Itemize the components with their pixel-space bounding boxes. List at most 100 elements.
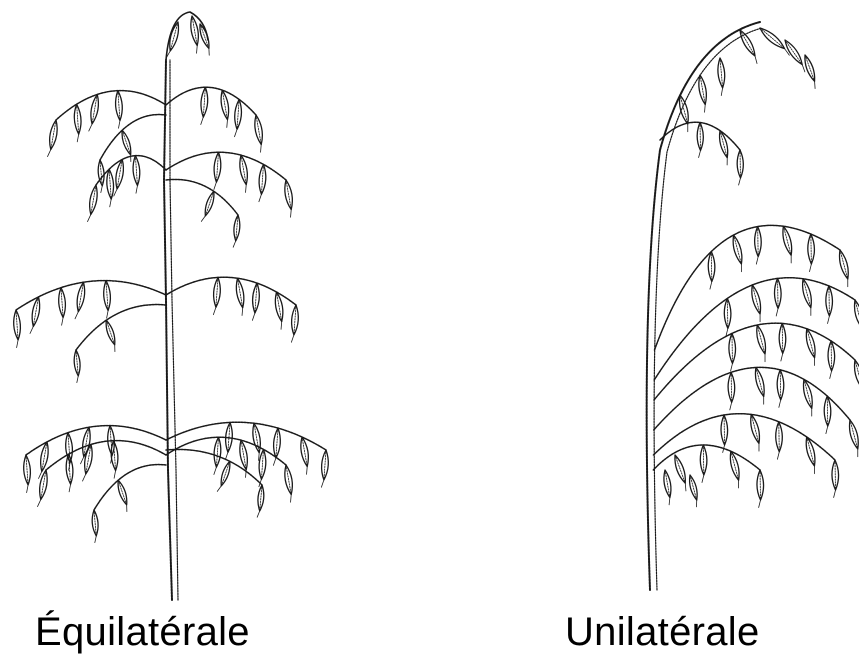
spikelet-awn (217, 486, 221, 491)
branch (100, 115, 166, 160)
spikelet-awn (756, 257, 758, 265)
main-stem-outline (170, 60, 178, 600)
spikelet (92, 510, 98, 536)
spikelet-awn (110, 199, 111, 207)
spikelet (855, 360, 859, 389)
branch (94, 465, 166, 510)
spikelet-awn (710, 282, 712, 290)
spikelet-awn (38, 500, 41, 507)
spikelet-awn (685, 483, 686, 491)
spikelet-awn (273, 458, 276, 465)
spikelet-awn (214, 182, 217, 189)
spikelet-vein (811, 234, 812, 264)
spikelet-awn (755, 56, 757, 63)
spikelet-awn (225, 452, 228, 459)
spikelet-awn (81, 457, 84, 464)
spikelet-awn (781, 353, 783, 361)
spikelet-awn (48, 150, 51, 157)
spikelet-vein (760, 470, 761, 500)
spikelet-awn (75, 312, 78, 319)
branch (654, 323, 855, 400)
spikelet-vein (760, 28, 785, 49)
spikelet-awn (826, 426, 828, 434)
spikelet-awn (705, 105, 706, 113)
spikelet-awn (291, 210, 292, 218)
spikelet-awn (214, 467, 217, 474)
spikelet-vein (756, 368, 764, 397)
spikelet-awn (69, 484, 70, 492)
spikelet-awn (730, 402, 732, 410)
spikelet-awn (114, 471, 115, 479)
spikelet (74, 350, 80, 376)
spikelet-awn (830, 371, 832, 379)
spikelet-awn (201, 117, 204, 124)
equilateral-panicle-drawing (14, 12, 329, 600)
spikelet-awn (307, 467, 308, 475)
main-stem-outline (654, 28, 762, 590)
spikelet-awn (213, 307, 216, 314)
spikelet (855, 300, 859, 329)
branch (654, 367, 850, 430)
spikelet-awn (118, 121, 119, 129)
spikelet-awn (30, 326, 33, 333)
branch (166, 277, 296, 305)
spikelet-awn (77, 134, 78, 142)
spikelet-awn (699, 150, 701, 157)
spikelet-awn (802, 65, 805, 72)
spikelet-awn (27, 485, 28, 493)
spikelet-vein (779, 422, 780, 452)
main-stem (647, 22, 760, 590)
spikelet-awn (95, 536, 96, 543)
spikelet-awn (810, 264, 812, 272)
spikelet-awn (62, 318, 63, 326)
spikelet-vein (780, 370, 781, 400)
spikelet-vein (724, 415, 725, 445)
spikelet-awn (17, 340, 18, 348)
spikelet-awn (828, 316, 830, 324)
spikelet-awn (242, 308, 243, 316)
branch (166, 179, 238, 215)
spikelet-awn (776, 308, 778, 316)
branch (26, 426, 166, 455)
spikelet-awn (815, 81, 816, 88)
spikelet-vein (835, 460, 836, 490)
spikelet-vein (840, 250, 848, 279)
spikelet-vein (783, 226, 791, 255)
caption-equilateral: Équilatérale (35, 610, 250, 655)
spikelet-vein (803, 279, 811, 308)
spikelet (234, 215, 240, 241)
spikelet-vein (807, 329, 815, 358)
spikelet-awn (669, 498, 670, 505)
main-stem (164, 60, 172, 600)
spikelet-vein (751, 414, 759, 443)
spikelet-awn (291, 495, 292, 503)
spikelet-awn (759, 500, 761, 508)
spikelet-awn (834, 490, 836, 498)
spikelet-awn (77, 376, 78, 383)
spikelet-vein (782, 323, 783, 353)
caption-unilateral: Unilatérale (565, 610, 760, 655)
spikelet-vein (831, 341, 832, 371)
spikelet-vein (827, 396, 828, 426)
spikelet-awn (201, 216, 205, 221)
spikelet-vein (758, 227, 759, 257)
branch (76, 305, 166, 350)
spikelet-vein (778, 278, 779, 308)
spikelet-awn (233, 241, 236, 247)
spikelet-awn (83, 474, 86, 481)
spikelet-awn (39, 471, 42, 478)
spikelet-awn (731, 363, 733, 371)
spikelet-awn (107, 311, 108, 319)
spikelet-vein (757, 325, 765, 354)
spikelet-awn (101, 186, 102, 193)
spikelet-awn (779, 400, 781, 408)
spikelet-awn (227, 120, 228, 128)
branch (166, 87, 256, 115)
spikelet-vein (711, 252, 712, 282)
spikelet-awn (246, 185, 247, 193)
spikelet-awn (702, 475, 704, 483)
spikelet-awn (739, 178, 741, 185)
spikelet-awn (114, 189, 117, 196)
